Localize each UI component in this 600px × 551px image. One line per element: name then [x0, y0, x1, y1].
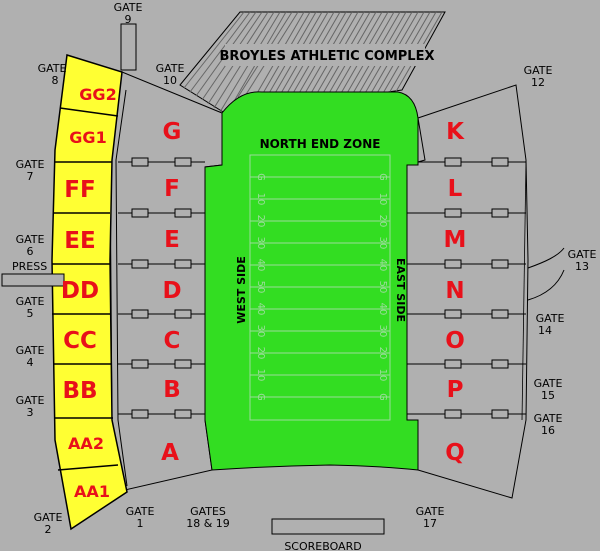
yard-number: 20 — [377, 347, 388, 360]
section-cc[interactable]: CC — [63, 328, 97, 354]
press-box — [1, 273, 65, 287]
building-label: BROYLES ATHLETIC COMPLEX — [220, 49, 435, 64]
scoreboard — [271, 518, 385, 535]
yard-number: 30 — [377, 325, 388, 338]
yard-number: 10 — [377, 193, 388, 206]
section-gg2[interactable]: GG2 — [79, 85, 116, 104]
yard-number: 20 — [377, 215, 388, 228]
section-g[interactable]: G — [163, 119, 182, 145]
east-aisle — [521, 159, 527, 421]
west-side-label: WEST SIDE — [235, 256, 248, 324]
section-a[interactable]: A — [161, 440, 179, 466]
section-o[interactable]: O — [445, 328, 465, 354]
section-d[interactable]: D — [162, 278, 181, 304]
section-l[interactable]: L — [448, 176, 463, 202]
yard-number: 40 — [377, 303, 388, 316]
west-upper-deck — [51, 54, 128, 531]
section-p[interactable]: P — [447, 377, 464, 403]
yard-number: 40 — [377, 259, 388, 272]
section-aa1[interactable]: AA1 — [74, 482, 110, 501]
press-label: PRESS — [12, 260, 47, 273]
east-stands — [406, 84, 529, 499]
yard-number: 40 — [255, 259, 266, 272]
upper-sections: GG2 GG1 FF EE DD CC BB AA2 AA1 — [61, 85, 117, 501]
west-tunnels — [118, 157, 205, 419]
yard-number: G — [255, 173, 266, 181]
section-ee[interactable]: EE — [64, 228, 95, 254]
gate-9-tower — [120, 23, 137, 71]
section-c[interactable]: C — [164, 328, 181, 354]
section-e[interactable]: E — [164, 227, 180, 253]
yard-number: G — [377, 173, 388, 181]
yard-lines — [250, 176, 390, 398]
yard-number: 10 — [255, 369, 266, 382]
east-side-label: EAST SIDE — [394, 258, 407, 322]
broyles-athletic-complex: BROYLES ATHLETIC COMPLEX — [179, 11, 446, 116]
yard-number: 50 — [377, 281, 388, 294]
section-aa2[interactable]: AA2 — [68, 434, 104, 453]
yard-number: 30 — [255, 325, 266, 338]
section-q[interactable]: Q — [445, 440, 465, 466]
gate-13-ramp — [527, 247, 565, 301]
end-zone-label: NORTH END ZONE — [260, 137, 381, 151]
yard-number: 30 — [255, 237, 266, 250]
yard-number: 30 — [377, 237, 388, 250]
section-m[interactable]: M — [444, 227, 467, 253]
section-bb[interactable]: BB — [62, 378, 97, 404]
yard-number: G — [255, 393, 266, 401]
upper-deck-dividers — [52, 107, 119, 471]
section-k[interactable]: K — [446, 119, 465, 145]
section-gg1[interactable]: GG1 — [69, 128, 106, 147]
section-b[interactable]: B — [163, 377, 181, 403]
west-sections: G F E D C B A — [161, 119, 181, 466]
east-tunnels — [407, 157, 526, 419]
east-sections: K L M N O P Q — [444, 119, 467, 466]
section-f[interactable]: F — [164, 176, 180, 202]
section-ff[interactable]: FF — [64, 177, 95, 203]
section-dd[interactable]: DD — [61, 278, 99, 304]
yard-number: G — [377, 393, 388, 401]
yard-number: 20 — [255, 347, 266, 360]
section-n[interactable]: N — [445, 278, 464, 304]
scoreboard-label: SCOREBOARD — [284, 540, 361, 551]
west-aisle — [115, 89, 128, 487]
yard-number: 10 — [255, 193, 266, 206]
yard-number: 10 — [377, 369, 388, 382]
yard-number: 20 — [255, 215, 266, 228]
yard-number: 40 — [255, 303, 266, 316]
yard-number: 50 — [255, 281, 266, 294]
